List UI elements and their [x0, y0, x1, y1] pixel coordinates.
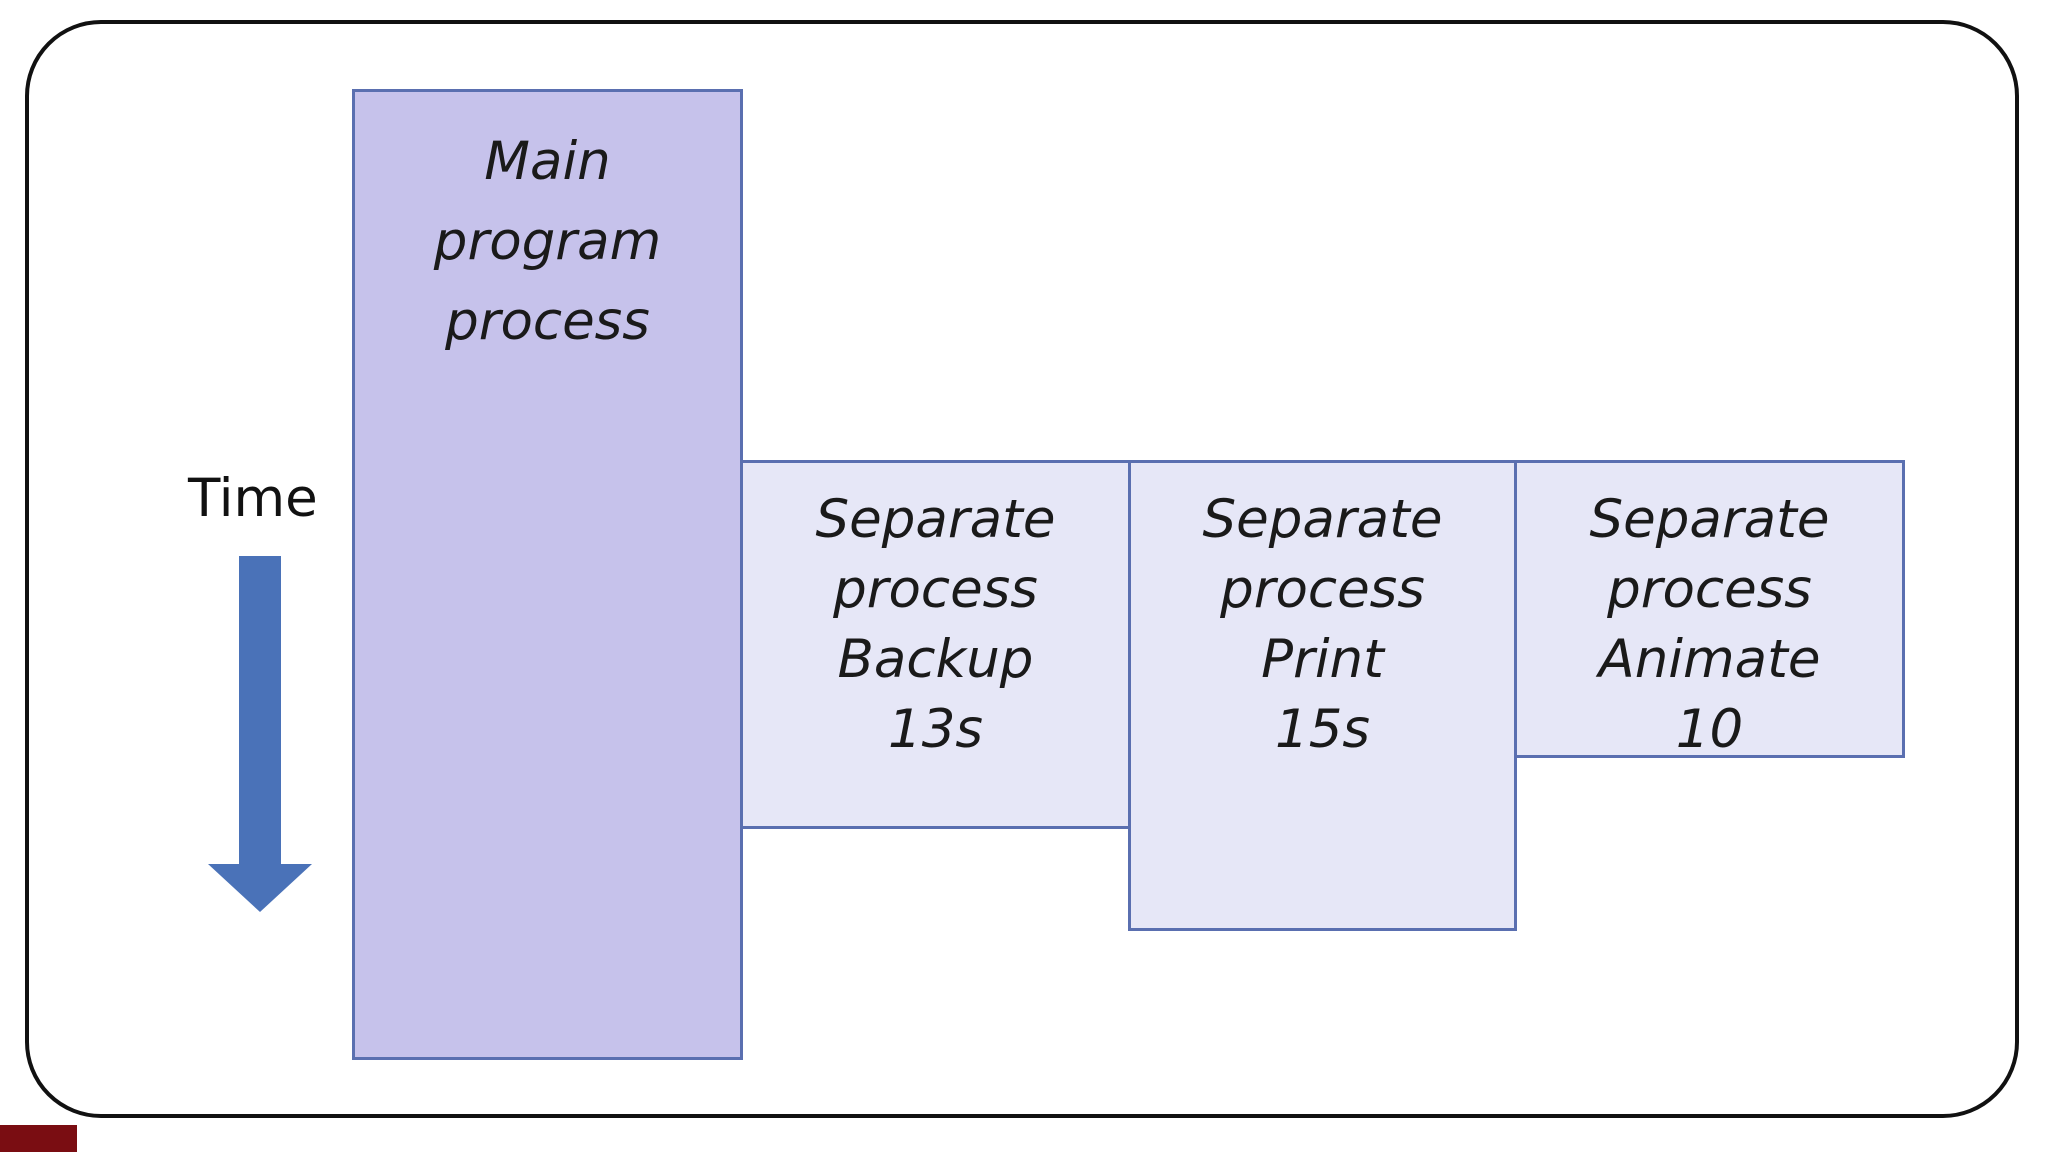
main-process-line-3: process	[445, 291, 650, 352]
main-process-line-1: Main	[484, 131, 611, 192]
print-line-4: 15s	[1274, 699, 1371, 760]
backup-line-4: 13s	[887, 699, 984, 760]
animate-line-2: process	[1607, 559, 1812, 620]
print-process-box: Separate process Print 15s	[1128, 460, 1517, 931]
corner-mark	[0, 1125, 77, 1152]
animate-line-1: Separate	[1589, 489, 1830, 550]
main-process-line-2: program	[433, 211, 662, 272]
backup-line-2: process	[833, 559, 1038, 620]
print-line-2: process	[1220, 559, 1425, 620]
animate-process-box: Separate process Animate 10	[1514, 460, 1905, 760]
print-line-1: Separate	[1202, 489, 1443, 550]
time-arrow-down-icon	[208, 556, 312, 912]
main-program-process-box: Main program process	[352, 89, 743, 1060]
print-line-3: Print	[1261, 629, 1384, 690]
backup-line-3: Backup	[837, 629, 1034, 690]
time-label: Time	[188, 468, 318, 529]
animate-line-3: Animate	[1598, 629, 1821, 690]
backup-line-1: Separate	[815, 489, 1056, 550]
animate-line-4: 10	[1675, 699, 1744, 760]
backup-process-box: Separate process Backup 13s	[740, 460, 1131, 829]
